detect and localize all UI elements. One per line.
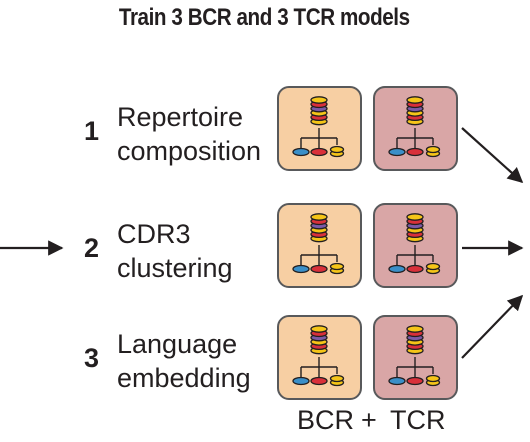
bcr-model-box-1 [277, 86, 362, 171]
row-1-label-line1: Repertoire [117, 102, 244, 132]
model-tree-icon [388, 325, 441, 387]
row-1-label: Repertoire composition [117, 100, 261, 168]
row-3-label-line2: embedding [117, 363, 251, 393]
row-2-label-line2: clustering [117, 253, 233, 283]
model-tree-icon [292, 325, 345, 387]
bcr-label: BCR [297, 405, 355, 435]
bcr-model-box-3 [277, 315, 362, 400]
tcr-model-box-3 [373, 315, 458, 400]
row-2-label: CDR3 clustering [117, 217, 233, 285]
tcr-model-box-2 [373, 203, 458, 288]
row-1-number: 1 [84, 116, 100, 146]
row-3-label-line1: Language [117, 329, 238, 359]
output-arrow-1 [461, 127, 524, 184]
row-3-label: Language embedding [117, 327, 251, 395]
model-tree-icon [292, 213, 345, 275]
row-1-label-line2: composition [117, 136, 262, 166]
model-tree-icon [388, 96, 441, 158]
tcr-model-box-1 [373, 86, 458, 171]
bcr-model-box-2 [277, 203, 362, 288]
plus-sign: + [361, 405, 377, 435]
row-3-number: 3 [84, 343, 100, 373]
diagram-title: Train 3 BCR and 3 TCR models [118, 4, 410, 31]
output-arrow-3 [461, 294, 524, 359]
row-2-label-line1: CDR3 [117, 219, 191, 249]
model-tree-icon [292, 96, 345, 158]
tcr-label: TCR [390, 405, 446, 435]
model-tree-icon [388, 213, 441, 275]
row-2-number: 2 [84, 233, 100, 263]
